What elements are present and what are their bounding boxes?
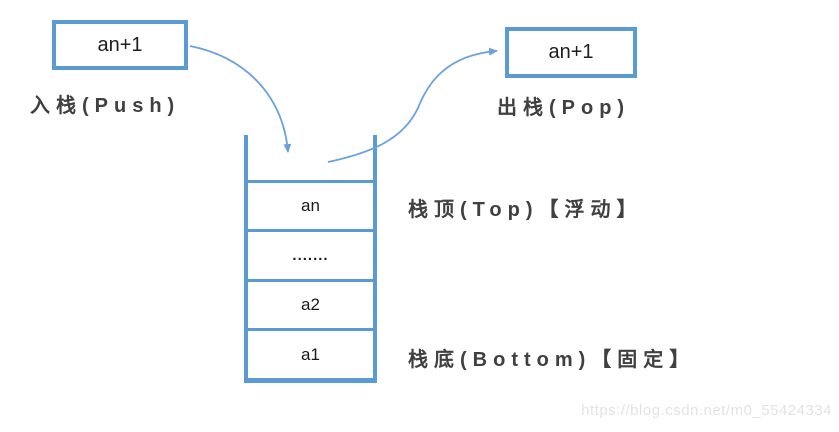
stack-bottom-label: 栈底(Bottom)【固定】: [408, 349, 696, 371]
stack-container: an ....... a2 a1: [244, 135, 377, 383]
push-caption: 入栈(Push): [30, 95, 181, 117]
watermark: https://blog.csdn.net/m0_55424334: [581, 402, 832, 419]
stack-cell: a2: [248, 279, 373, 328]
pop-caption: 出栈(Pop): [497, 97, 631, 119]
stack-cell: .......: [248, 229, 373, 279]
stack-open-space: [248, 135, 373, 180]
stack-cell: a1: [248, 328, 373, 378]
push-value-label: an+1: [97, 33, 143, 56]
pop-value-box: an+1: [505, 27, 637, 78]
stack-cell: an: [248, 180, 373, 229]
push-value-box: an+1: [52, 20, 188, 70]
stack-top-label: 栈顶(Top)【浮动】: [408, 199, 643, 221]
pop-value-label: an+1: [548, 41, 594, 63]
